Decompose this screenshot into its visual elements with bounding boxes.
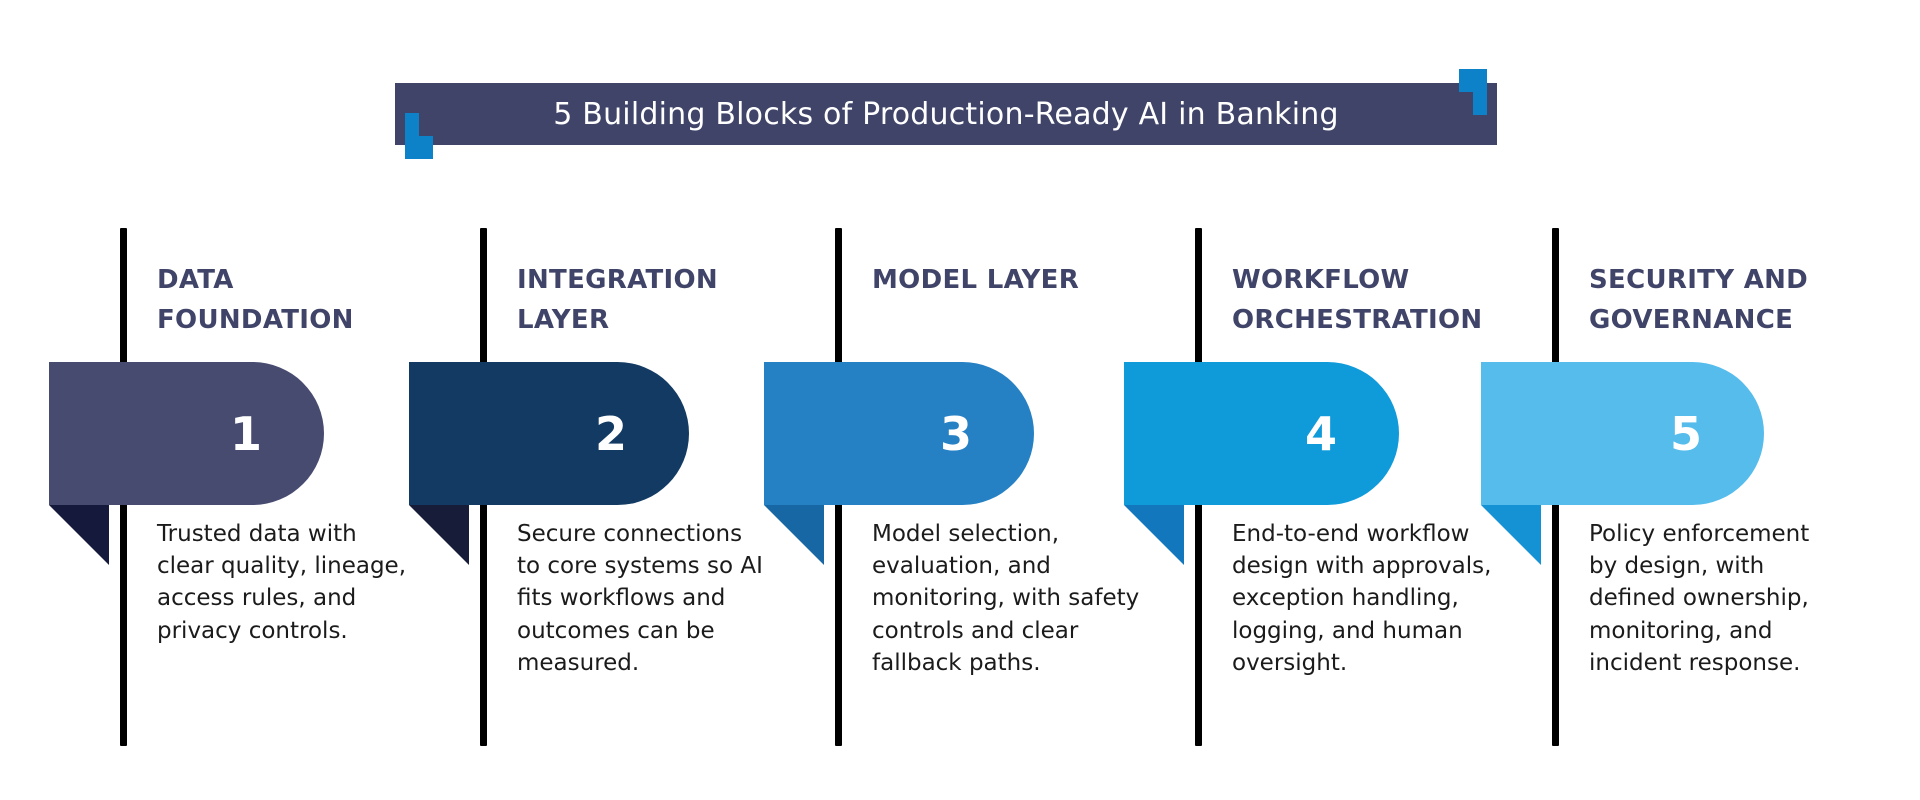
block-tail-triangle (49, 505, 109, 565)
block-description: End-to-end workflow design with approval… (1232, 521, 1492, 676)
block-description: Model selection, evaluation, and monitor… (872, 521, 1140, 676)
block-number: 3 (939, 406, 972, 461)
banner-accent-left-notch (419, 113, 433, 136)
block-tail-triangle (764, 505, 824, 565)
block-heading: DATA FOUNDATION (157, 265, 354, 335)
block-number-badge: 3 (764, 362, 1034, 505)
block-number: 1 (229, 406, 262, 461)
block-number: 4 (1304, 406, 1337, 461)
title-banner: 5 Building Blocks of Production-Ready AI… (395, 69, 1497, 159)
block-number: 2 (594, 406, 627, 461)
block-description: Trusted data with clear quality, lineage… (157, 521, 407, 644)
block-number-badge: 1 (49, 362, 324, 505)
block-number-badge: 4 (1124, 362, 1399, 505)
block-number-badge: 5 (1481, 362, 1764, 505)
block-number-badge: 2 (409, 362, 689, 505)
block-heading: MODEL LAYER (872, 265, 1080, 295)
block-heading: SECURITY AND GOVERNANCE (1589, 265, 1809, 335)
block-description: Policy enforcement by design, with defin… (1589, 521, 1810, 676)
block-description: Secure connections to core systems so AI… (517, 521, 763, 676)
banner-accent-right-icon (1459, 69, 1487, 115)
banner-accent-left-icon (405, 113, 433, 159)
page-title: 5 Building Blocks of Production-Ready AI… (553, 96, 1339, 132)
block-heading: WORKFLOW ORCHESTRATION (1232, 265, 1483, 335)
block-heading: INTEGRATION LAYER (517, 265, 718, 335)
banner-accent-right-notch (1459, 92, 1473, 115)
block-number: 5 (1669, 406, 1702, 461)
block-tail-triangle (409, 505, 469, 565)
